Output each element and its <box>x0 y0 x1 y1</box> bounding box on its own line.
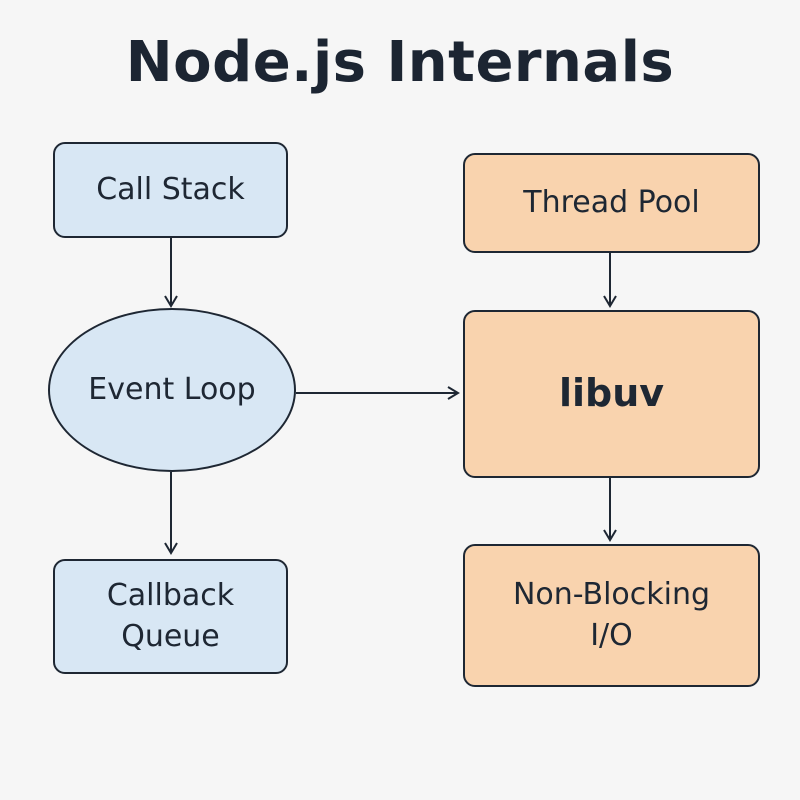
thread-pool-label: Thread Pool <box>523 184 700 220</box>
event-loop-label: Event Loop <box>88 371 256 407</box>
non-blocking-io-node: Non-Blocking I/O <box>463 544 760 687</box>
callback-queue-node: Callback Queue <box>53 559 288 674</box>
call-stack-label: Call Stack <box>96 171 245 207</box>
callback-queue-label: Callback Queue <box>106 578 235 654</box>
diagram-title: Node.js Internals <box>125 30 675 95</box>
event-loop-node: Event Loop <box>48 308 296 472</box>
libuv-label: libuv <box>558 371 665 416</box>
non-blocking-io-label: Non-Blocking I/O <box>512 577 711 653</box>
thread-pool-node: Thread Pool <box>463 153 760 253</box>
call-stack-node: Call Stack <box>53 142 288 238</box>
libuv-node: libuv <box>463 310 760 478</box>
